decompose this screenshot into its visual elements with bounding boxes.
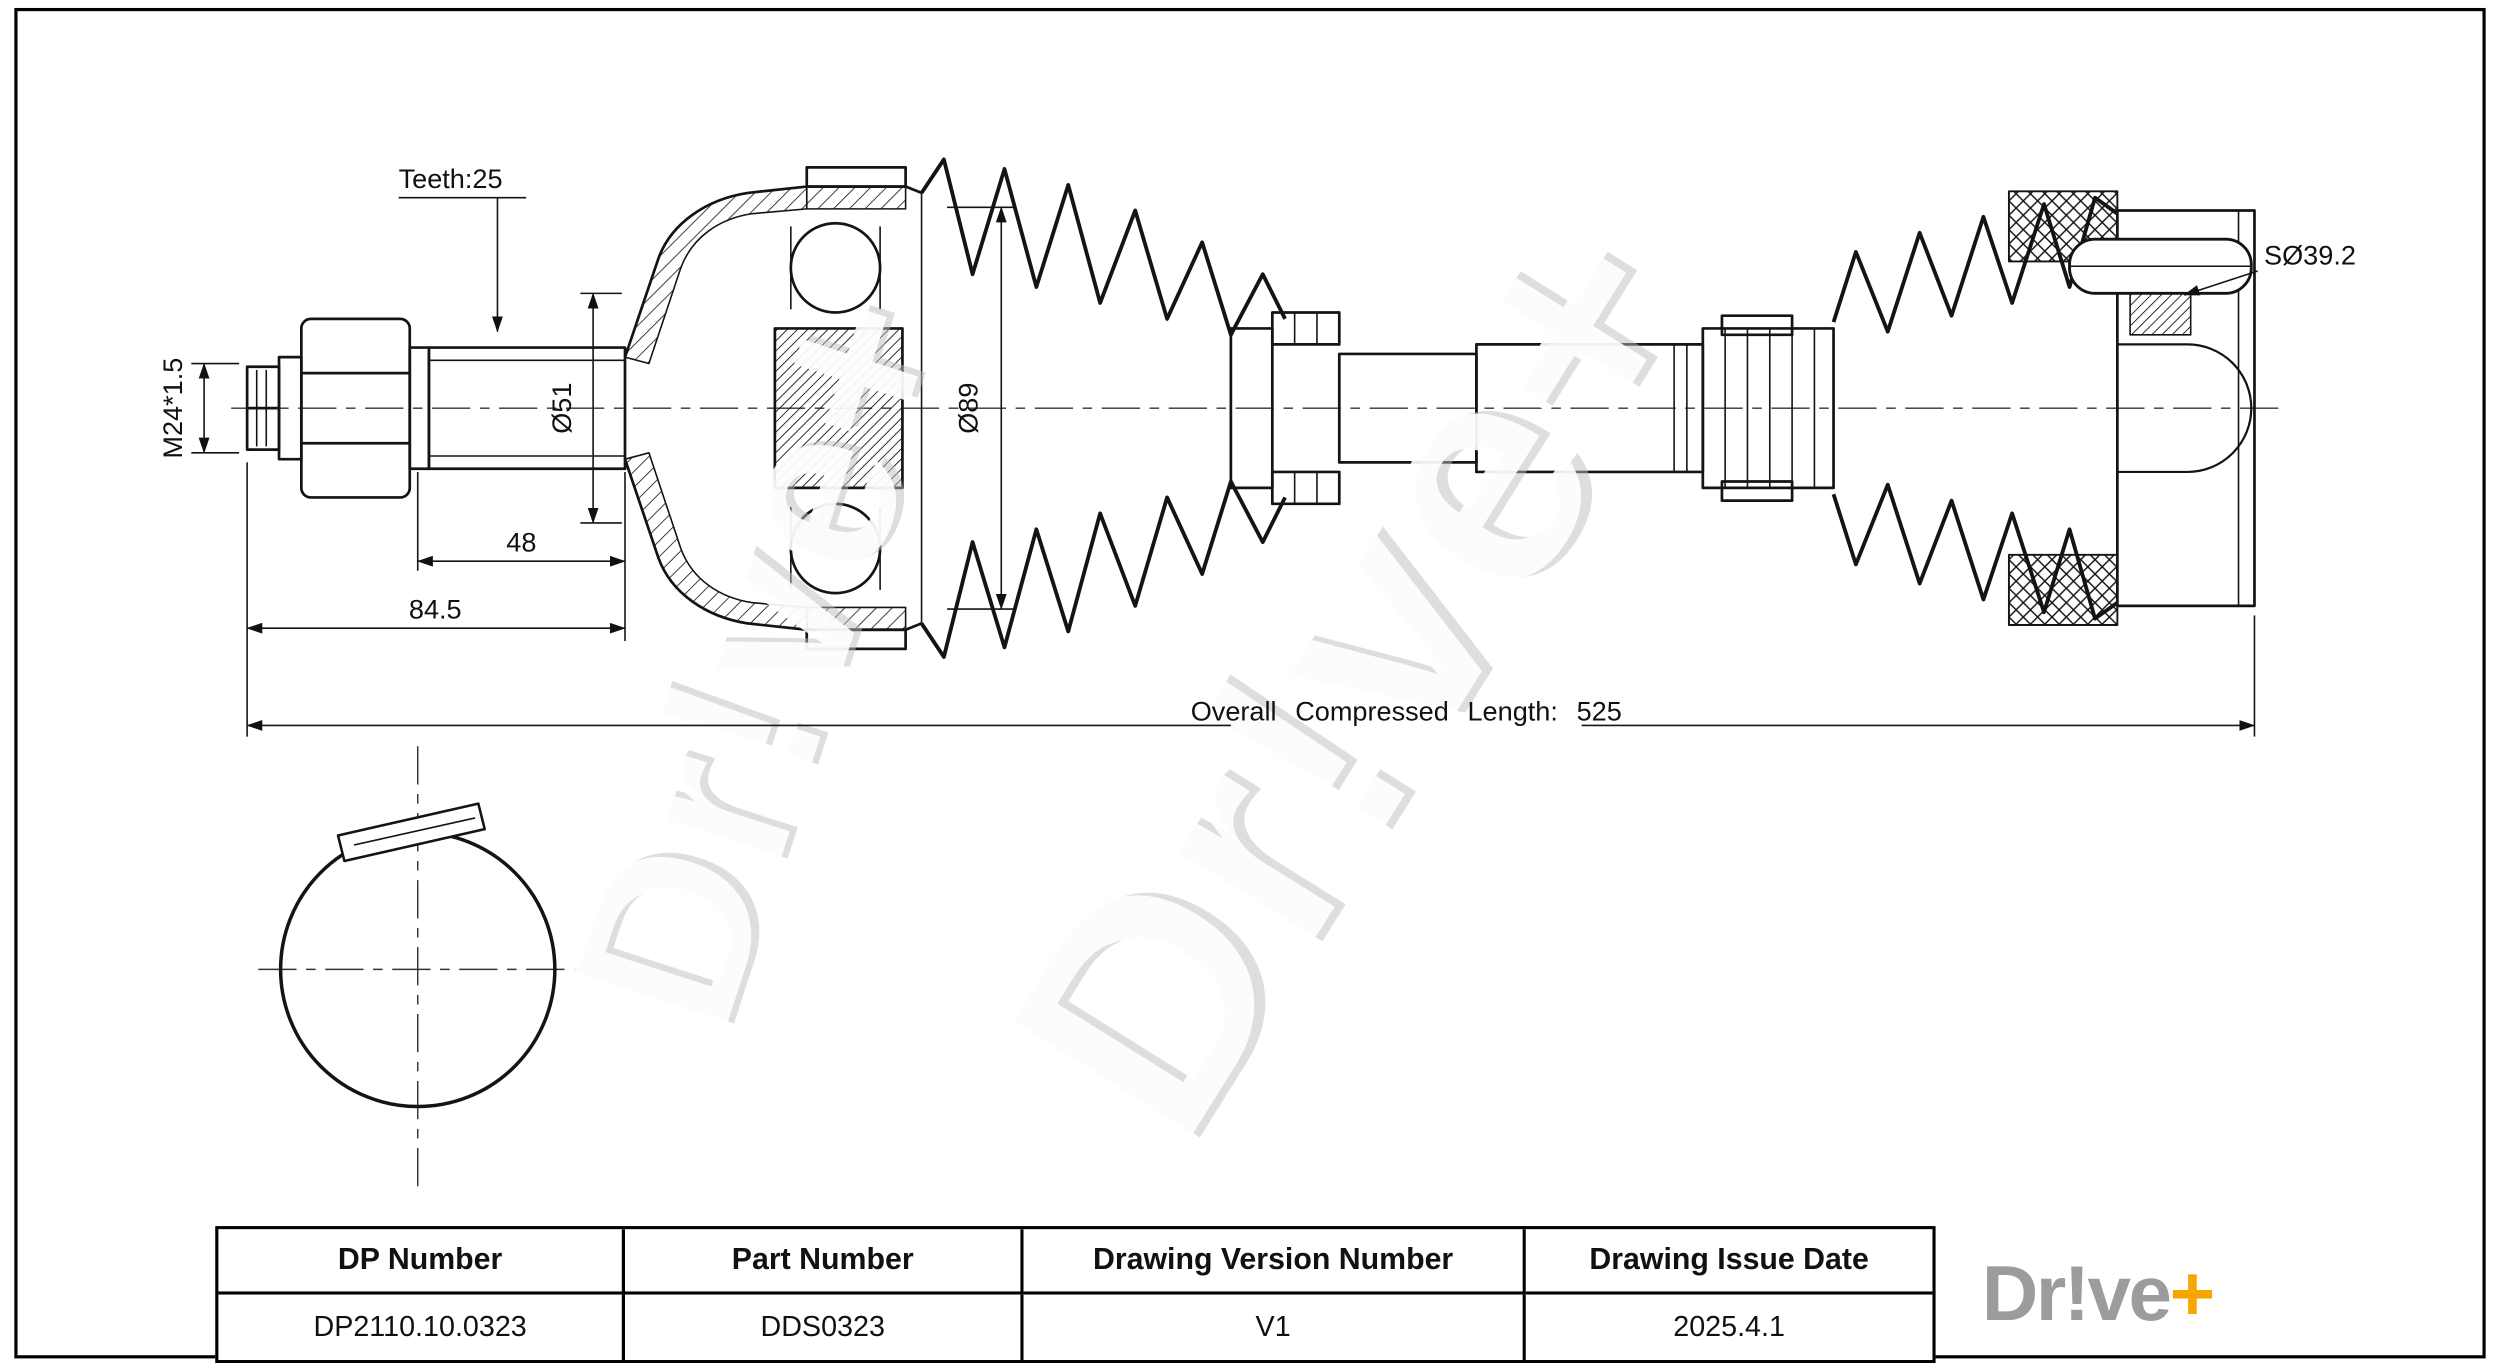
brand-logo: Dr!ve+ (1981, 1250, 2216, 1339)
brand-plus-icon: + (2169, 1251, 2216, 1338)
value-part-number: DDS0323 (625, 1294, 1024, 1361)
svg-text:Dr!ve+: Dr!ve+ (516, 262, 1002, 1059)
spline-diameter-label: Ø51 (546, 383, 577, 434)
title-block: DP Number Part Number Drawing Version Nu… (215, 1226, 1936, 1363)
header-dp-number: DP Number (218, 1229, 626, 1295)
watermark-left: Dr!ve+ Dr!ve+ (516, 258, 1010, 1059)
clamp-ring-front-view (278, 802, 557, 1109)
stub-length-label: 84.5 (409, 594, 462, 625)
splined-hub (773, 327, 904, 490)
svg-text:Dr!ve+: Dr!ve+ (932, 156, 1765, 1194)
value-drawing-version: V1 (1023, 1294, 1526, 1361)
cv-joint-housing (623, 166, 923, 651)
value-dp-number: DP2110.10.0323 (218, 1294, 626, 1361)
header-issue-date: Drawing Issue Date (1525, 1229, 1933, 1295)
ball-diameter-label: SØ39.2 (2264, 240, 2356, 271)
axle-assembly (245, 157, 2256, 1109)
brand-logo-text: Dr!ve (1981, 1251, 2172, 1338)
right-boot-clamp (1701, 314, 1835, 502)
thread-spec-label: M24*1.5 (157, 358, 188, 459)
header-part-number: Part Number (625, 1229, 1024, 1295)
teeth-count-label: Teeth:25 (399, 163, 503, 194)
value-issue-date: 2025.4.1 (1525, 1294, 1933, 1361)
spline-length-label: 48 (506, 527, 536, 558)
inner-joint-housing (2007, 190, 2256, 626)
dimensions: Teeth:25 M24*1.5 Ø51 Ø89 48 84.5 (157, 163, 2356, 737)
watermark-right: Dr!ve+ Dr!ve+ (932, 153, 1776, 1194)
overall-length-label: Overall Compressed Length: 525 (1191, 696, 1622, 727)
boot-diameter-label: Ø89 (952, 383, 983, 434)
left-boot-clamp (1229, 311, 1341, 506)
header-drawing-version: Drawing Version Number (1023, 1229, 1526, 1295)
